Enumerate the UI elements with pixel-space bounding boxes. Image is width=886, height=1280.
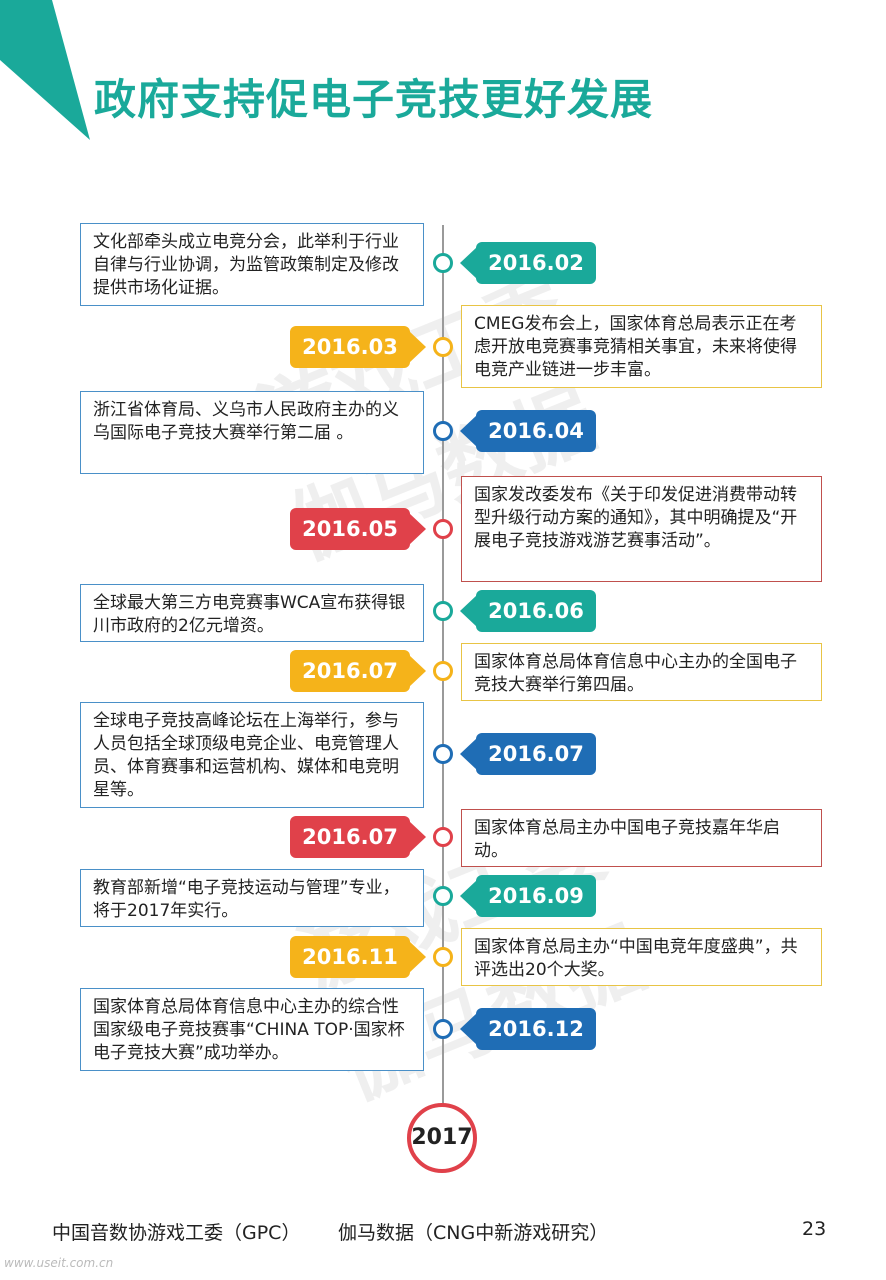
footer-left: 中国音数协游戏工委（GPC） [52, 1222, 301, 1244]
date-tag: 2016.09 [460, 875, 596, 917]
event-text-box: CMEG发布会上，国家体育总局表示正在考虑开放电竞赛事竞猜相关事宜，未来将使得电… [461, 305, 822, 388]
date-tag: 2016.04 [460, 410, 596, 452]
date-tag: 2016.02 [460, 242, 596, 284]
timeline-node [433, 886, 453, 906]
timeline-node [433, 253, 453, 273]
end-year-circle: 2017 [407, 1103, 477, 1173]
timeline-node [433, 601, 453, 621]
timeline-node [433, 661, 453, 681]
page-title: 政府支持促电子竞技更好发展 [94, 75, 654, 124]
page-number: 23 [802, 1218, 827, 1240]
date-tag: 2016.12 [460, 1008, 596, 1050]
event-text-box: 文化部牵头成立电竞分会，此举利于行业自律与行业协调，为监管政策制定及修改提供市场… [80, 223, 424, 306]
event-text-box: 国家体育总局体育信息中心主办的全国电子竞技大赛举行第四届。 [461, 643, 822, 701]
timeline-node [433, 947, 453, 967]
date-tag: 2016.07 [460, 733, 596, 775]
timeline-node [433, 519, 453, 539]
event-text-box: 浙江省体育局、义乌市人民政府主办的义乌国际电子竞技大赛举行第二届 。 [80, 391, 424, 474]
timeline-node [433, 827, 453, 847]
event-text-box: 国家发改委发布《关于印发促进消费带动转型升级行动方案的通知》，其中明确提及“开展… [461, 476, 822, 582]
timeline-node [433, 1019, 453, 1039]
site-watermark: www.useit.com.cn [4, 1256, 114, 1270]
event-text-box: 国家体育总局主办中国电子竞技嘉年华启动。 [461, 809, 822, 867]
timeline-node [433, 337, 453, 357]
timeline-node [433, 421, 453, 441]
event-text-box: 全球电子竞技高峰论坛在上海举行，参与人员包括全球顶级电竞企业、电竞管理人员、体育… [80, 702, 424, 808]
date-tag: 2016.11 [290, 936, 426, 978]
event-text-box: 国家体育总局体育信息中心主办的综合性国家级电子竞技赛事“CHINA TOP·国家… [80, 988, 424, 1071]
timeline-node [433, 744, 453, 764]
event-text-box: 全球最大第三方电竞赛事WCA宣布获得银川市政府的2亿元增资。 [80, 584, 424, 642]
date-tag: 2016.06 [460, 590, 596, 632]
date-tag: 2016.07 [290, 816, 426, 858]
footer-middle: 伽马数据（CNG中新游戏研究） [338, 1222, 609, 1244]
date-tag: 2016.07 [290, 650, 426, 692]
event-text-box: 教育部新增“电子竞技运动与管理”专业，将于2017年实行。 [80, 869, 424, 927]
date-tag: 2016.05 [290, 508, 426, 550]
date-tag: 2016.03 [290, 326, 426, 368]
corner-decoration [0, 0, 90, 140]
event-text-box: 国家体育总局主办“中国电竞年度盛典”，共评选出20个大奖。 [461, 928, 822, 986]
